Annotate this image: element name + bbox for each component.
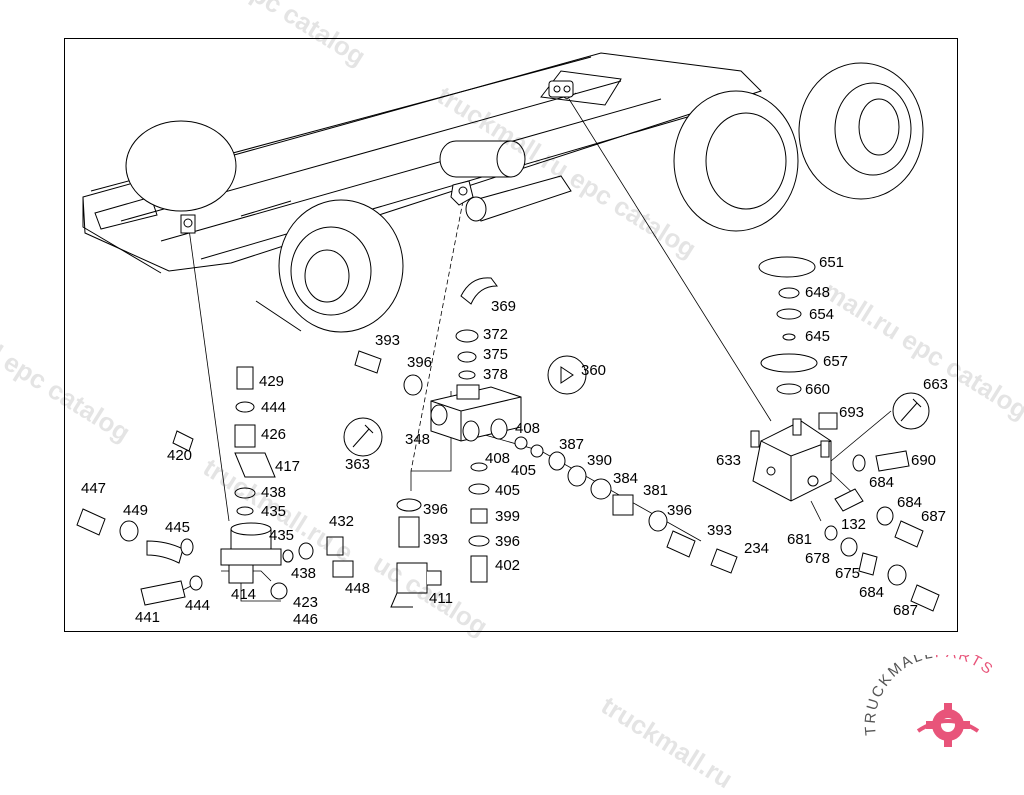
logo-text-accent: PARTS bbox=[935, 655, 998, 679]
callout-234: 234 bbox=[744, 540, 769, 557]
callout-435a: 435 bbox=[261, 503, 286, 520]
callout-445: 445 bbox=[165, 519, 190, 536]
truckmallparts-logo: TRUCKMALLPARTS bbox=[862, 655, 998, 747]
callout-381: 381 bbox=[643, 482, 668, 499]
callout-396c: 396 bbox=[495, 533, 520, 550]
callout-690: 690 bbox=[911, 452, 936, 469]
wheel-rear-right bbox=[673, 62, 924, 232]
callout-414: 414 bbox=[231, 586, 256, 603]
callout-441: 441 bbox=[135, 609, 160, 626]
callout-444b: 444 bbox=[185, 597, 210, 614]
callout-378: 378 bbox=[483, 366, 508, 383]
callout-681: 681 bbox=[787, 531, 812, 548]
callout-396b: 396 bbox=[667, 502, 692, 519]
callout-446: 446 bbox=[293, 611, 318, 628]
callout-648: 648 bbox=[805, 284, 830, 301]
diagram-frame: 651 648 654 645 657 660 663 693 633 690 … bbox=[64, 38, 958, 632]
callout-657: 657 bbox=[823, 353, 848, 370]
callout-438a: 438 bbox=[261, 484, 286, 501]
callout-labels: 651 648 654 645 657 660 663 693 633 690 … bbox=[81, 254, 948, 628]
gear-icon bbox=[916, 703, 980, 747]
mount-fitting-right bbox=[548, 80, 574, 98]
callout-432: 432 bbox=[329, 513, 354, 530]
wheel-front-left bbox=[125, 120, 404, 333]
callout-438b: 438 bbox=[291, 565, 316, 582]
callout-654: 654 bbox=[809, 306, 834, 323]
callout-360: 360 bbox=[581, 362, 606, 379]
logo-text-main: TRUCKMALL bbox=[862, 655, 936, 736]
callout-693: 693 bbox=[839, 404, 864, 421]
watermark-7: truckmall.ru bbox=[596, 690, 739, 795]
mount-fitting-center bbox=[450, 180, 474, 206]
callout-408a: 408 bbox=[515, 420, 540, 437]
callout-684c: 684 bbox=[859, 584, 884, 601]
wrench-symbol-663 bbox=[892, 392, 930, 430]
callout-435b: 435 bbox=[269, 527, 294, 544]
callout-447: 447 bbox=[81, 480, 106, 497]
parts-exploded-diagram bbox=[76, 52, 940, 612]
callout-396a: 396 bbox=[407, 354, 432, 371]
callout-651: 651 bbox=[819, 254, 844, 271]
callout-417: 417 bbox=[275, 458, 300, 475]
callout-408b: 408 bbox=[485, 450, 510, 467]
callout-678: 678 bbox=[805, 550, 830, 567]
callout-660: 660 bbox=[805, 381, 830, 398]
callout-393b: 393 bbox=[707, 522, 732, 539]
callout-684a: 684 bbox=[869, 474, 894, 491]
control-valve-center bbox=[343, 277, 738, 608]
callout-132: 132 bbox=[841, 516, 866, 533]
callout-426: 426 bbox=[261, 426, 286, 443]
callout-387: 387 bbox=[559, 436, 584, 453]
callout-369: 369 bbox=[491, 298, 516, 315]
callout-405a: 405 bbox=[511, 462, 536, 479]
valve-assembly-left bbox=[76, 366, 354, 606]
callout-448: 448 bbox=[345, 580, 370, 597]
callout-633: 633 bbox=[716, 452, 741, 469]
callout-684b: 684 bbox=[897, 494, 922, 511]
callout-420: 420 bbox=[167, 447, 192, 464]
callout-384: 384 bbox=[613, 470, 638, 487]
callout-444a: 444 bbox=[261, 399, 286, 416]
callout-663: 663 bbox=[923, 376, 948, 393]
callout-429: 429 bbox=[259, 373, 284, 390]
callout-393a: 393 bbox=[375, 332, 400, 349]
callout-375: 375 bbox=[483, 346, 508, 363]
callout-348: 348 bbox=[405, 431, 430, 448]
callout-399: 399 bbox=[495, 508, 520, 525]
callout-411: 411 bbox=[429, 590, 453, 607]
callout-423: 423 bbox=[293, 594, 318, 611]
callout-372: 372 bbox=[483, 326, 508, 343]
callout-449: 449 bbox=[123, 502, 148, 519]
callout-687a: 687 bbox=[921, 508, 946, 525]
callout-405b: 405 bbox=[495, 482, 520, 499]
callout-645: 645 bbox=[805, 328, 830, 345]
relay-valve-right bbox=[750, 256, 940, 612]
air-tanks bbox=[439, 140, 572, 222]
callout-393c: 393 bbox=[423, 531, 448, 548]
callout-390: 390 bbox=[587, 452, 612, 469]
callout-402: 402 bbox=[495, 557, 520, 574]
callout-363: 363 bbox=[345, 456, 370, 473]
callout-687b: 687 bbox=[893, 602, 918, 619]
callout-675: 675 bbox=[835, 565, 860, 582]
callout-396d: 396 bbox=[423, 501, 448, 518]
mount-fitting-left bbox=[180, 214, 196, 234]
